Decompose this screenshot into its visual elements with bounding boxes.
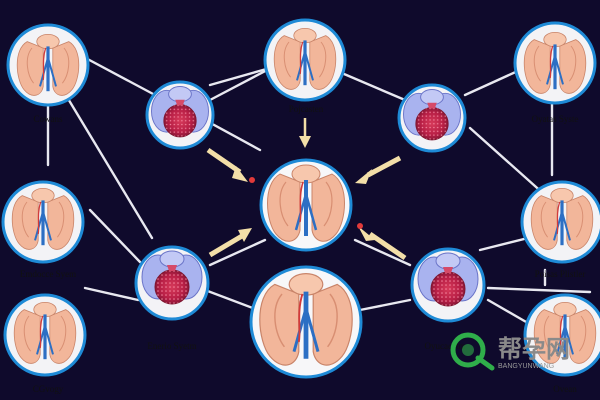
reproductive-organ-icon [272, 26, 338, 91]
node-cell-lower-left [134, 245, 210, 321]
reproductive-organ-icon [10, 186, 76, 251]
node-top-right [513, 21, 597, 105]
watermark-logo-icon [450, 332, 495, 371]
node-cell-upper-left [145, 80, 215, 150]
connector-line [463, 68, 522, 97]
connector-line [358, 298, 412, 312]
arrow-upper-left [206, 147, 255, 183]
arrow-lower-right [357, 223, 407, 261]
node-mid-right [520, 180, 600, 264]
cell-icon [151, 86, 209, 138]
label-bottom-right: Ovean [553, 384, 577, 394]
label-bottom-left: CGvogy [33, 384, 64, 394]
node-top-left [6, 23, 90, 107]
cell-icon [417, 252, 479, 307]
cell-icon [141, 250, 203, 305]
connector-line [78, 53, 157, 97]
connector-line [203, 288, 260, 312]
reproductive-organ-icon [260, 274, 352, 365]
connector-line [468, 126, 547, 197]
arrows [206, 118, 407, 261]
arrow-lower-left [208, 228, 252, 258]
label-lower-center-left: Enerio Syetm [147, 341, 196, 351]
node-labels: Cowans Pojcasten Oyatas Syste Emdocce Sy… [20, 104, 586, 394]
node-cell-upper-right [397, 83, 467, 153]
cell-icon [403, 89, 461, 141]
reproductive-organ-icon [15, 32, 81, 97]
connector-line [83, 286, 140, 302]
node-mid-left [1, 180, 85, 264]
label-lower-center-right: Oyucacetm [425, 341, 466, 351]
label-top-right: Oyatas Syste [532, 114, 579, 124]
watermark-title: 帮孕网 [498, 335, 570, 363]
arrow-top [299, 118, 311, 148]
reproductive-organ-icon [265, 163, 347, 244]
reproductive-organ-icon [522, 30, 588, 95]
label-top-left: Cowans [34, 114, 63, 124]
node-center [259, 158, 353, 252]
node-top-center [263, 18, 347, 102]
connector-line [62, 90, 154, 240]
node-bottom-left [3, 293, 87, 377]
connector-line [208, 238, 267, 267]
node-center-lower [249, 265, 363, 379]
connector-line [353, 238, 412, 267]
arrow-upper-right [355, 155, 402, 184]
node-cell-lower-right [410, 247, 486, 323]
reproductive-organ-icon [529, 186, 595, 251]
label-mid-right: Poisas Plistler [535, 269, 586, 279]
connector-line [486, 286, 592, 294]
watermark: 帮孕网 BANGYUNWANG [450, 332, 570, 371]
connector-line [203, 118, 262, 152]
reproductive-organ-icon [12, 300, 78, 365]
watermark-subtitle: BANGYUNWANG [498, 363, 554, 370]
connector-line [88, 208, 142, 264]
node-bottom-right [523, 293, 600, 377]
label-mid-left: Emdocce Syem [20, 269, 76, 279]
connector-line [208, 66, 272, 87]
label-top-center: Pojcasten [289, 104, 324, 114]
